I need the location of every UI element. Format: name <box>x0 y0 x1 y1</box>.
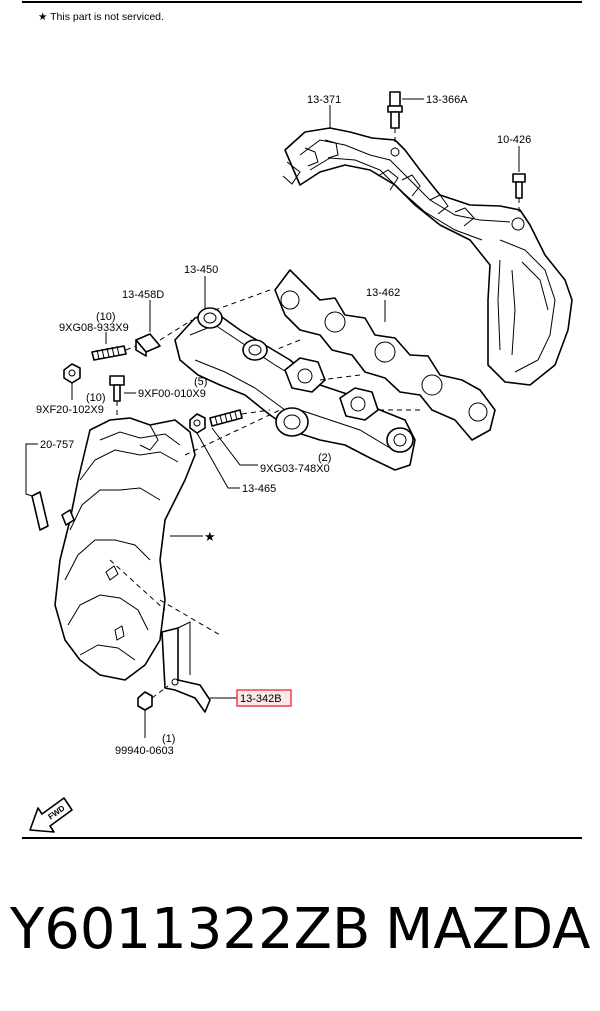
footer: Y6011322ZB MAZDA <box>0 890 600 970</box>
highlight-13-342b <box>236 689 292 707</box>
part-number: Y6011322ZB <box>10 897 371 962</box>
label-qty-10b: (10) <box>86 392 106 404</box>
clip-20-757 <box>25 443 49 531</box>
label-13-371: 13-371 <box>307 94 341 106</box>
manifold-gasket <box>214 269 496 441</box>
exhaust-manifold <box>174 276 416 471</box>
bracket-13-342b <box>161 621 238 713</box>
not-serviced-note: ★ This part is not serviced. <box>38 11 164 23</box>
brand-name: MAZDA <box>385 897 591 962</box>
label-qty-10a: (10) <box>96 311 116 323</box>
lower-heat-shield <box>54 409 281 681</box>
label-13-458d: 13-458D <box>122 289 164 301</box>
bolt-10-426 <box>512 146 526 215</box>
label-13-366a: 13-366A <box>426 94 468 106</box>
stud-9xg08 <box>91 332 137 361</box>
stud-9xg03 <box>209 409 271 466</box>
upper-heat-shield <box>282 127 573 386</box>
label-star: ★ <box>204 529 216 544</box>
label-13-462: 13-462 <box>366 287 400 299</box>
nut-13-465 <box>189 413 240 489</box>
stud-13-366a <box>387 91 424 145</box>
spacer-13-458d <box>135 300 193 357</box>
label-qty-5: (5) <box>194 376 207 388</box>
label-9xf00: 9XF00-010X9 <box>138 388 206 400</box>
label-20-757: 20-757 <box>40 439 74 451</box>
label-10-426: 10-426 <box>497 134 531 146</box>
label-9xg08: 9XG08-933X9 <box>59 322 129 334</box>
nut-9xf20 <box>63 363 81 400</box>
bolt-9xf00 <box>109 375 136 418</box>
label-13-450: 13-450 <box>184 264 218 276</box>
label-9xf20: 9XF20-102X9 <box>36 404 104 416</box>
label-13-342b: 13-342B <box>240 693 282 705</box>
nut-99940 <box>137 685 169 738</box>
label-99940: 99940-0603 <box>115 745 174 757</box>
label-qty-2: (2) <box>318 452 331 464</box>
label-13-465: 13-465 <box>242 483 276 495</box>
label-9xg03: 9XG03-748X0 <box>260 463 330 475</box>
fwd-arrow-icon: FWD <box>29 797 73 833</box>
label-qty-1: (1) <box>162 733 175 745</box>
